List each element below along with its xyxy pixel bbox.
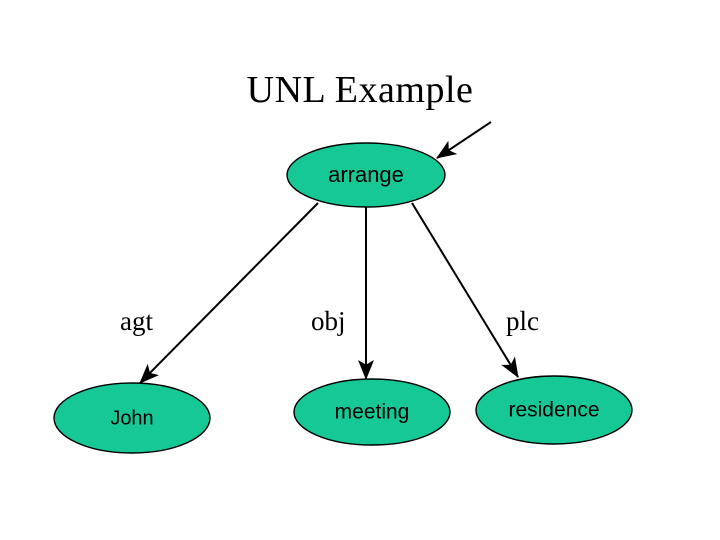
edges-layer bbox=[139, 121, 519, 384]
node-john[interactable]: John bbox=[53, 382, 211, 454]
node-shape-meeting bbox=[293, 378, 451, 446]
edge-label-plc: plc bbox=[506, 306, 539, 336]
node-shape-john bbox=[53, 382, 211, 454]
node-label-john: John bbox=[110, 407, 153, 429]
node-meeting[interactable]: meeting bbox=[293, 378, 451, 446]
node-label-residence: residence bbox=[508, 399, 599, 422]
arrow-entry-pointer bbox=[436, 121, 492, 159]
node-arrange[interactable]: arrange bbox=[286, 142, 446, 208]
node-shape-arrange bbox=[286, 142, 446, 208]
node-residence[interactable]: residence bbox=[475, 375, 633, 445]
node-label-arrange: arrange bbox=[328, 162, 404, 187]
page-title: UNL Example bbox=[246, 69, 474, 111]
edge-label-agt: agt bbox=[120, 306, 153, 336]
edge-label-obj: obj bbox=[311, 306, 346, 336]
edge-agt bbox=[139, 202, 319, 384]
node-shape-residence bbox=[475, 375, 633, 445]
edge-plc bbox=[411, 202, 519, 378]
node-label-meeting: meeting bbox=[335, 401, 410, 424]
